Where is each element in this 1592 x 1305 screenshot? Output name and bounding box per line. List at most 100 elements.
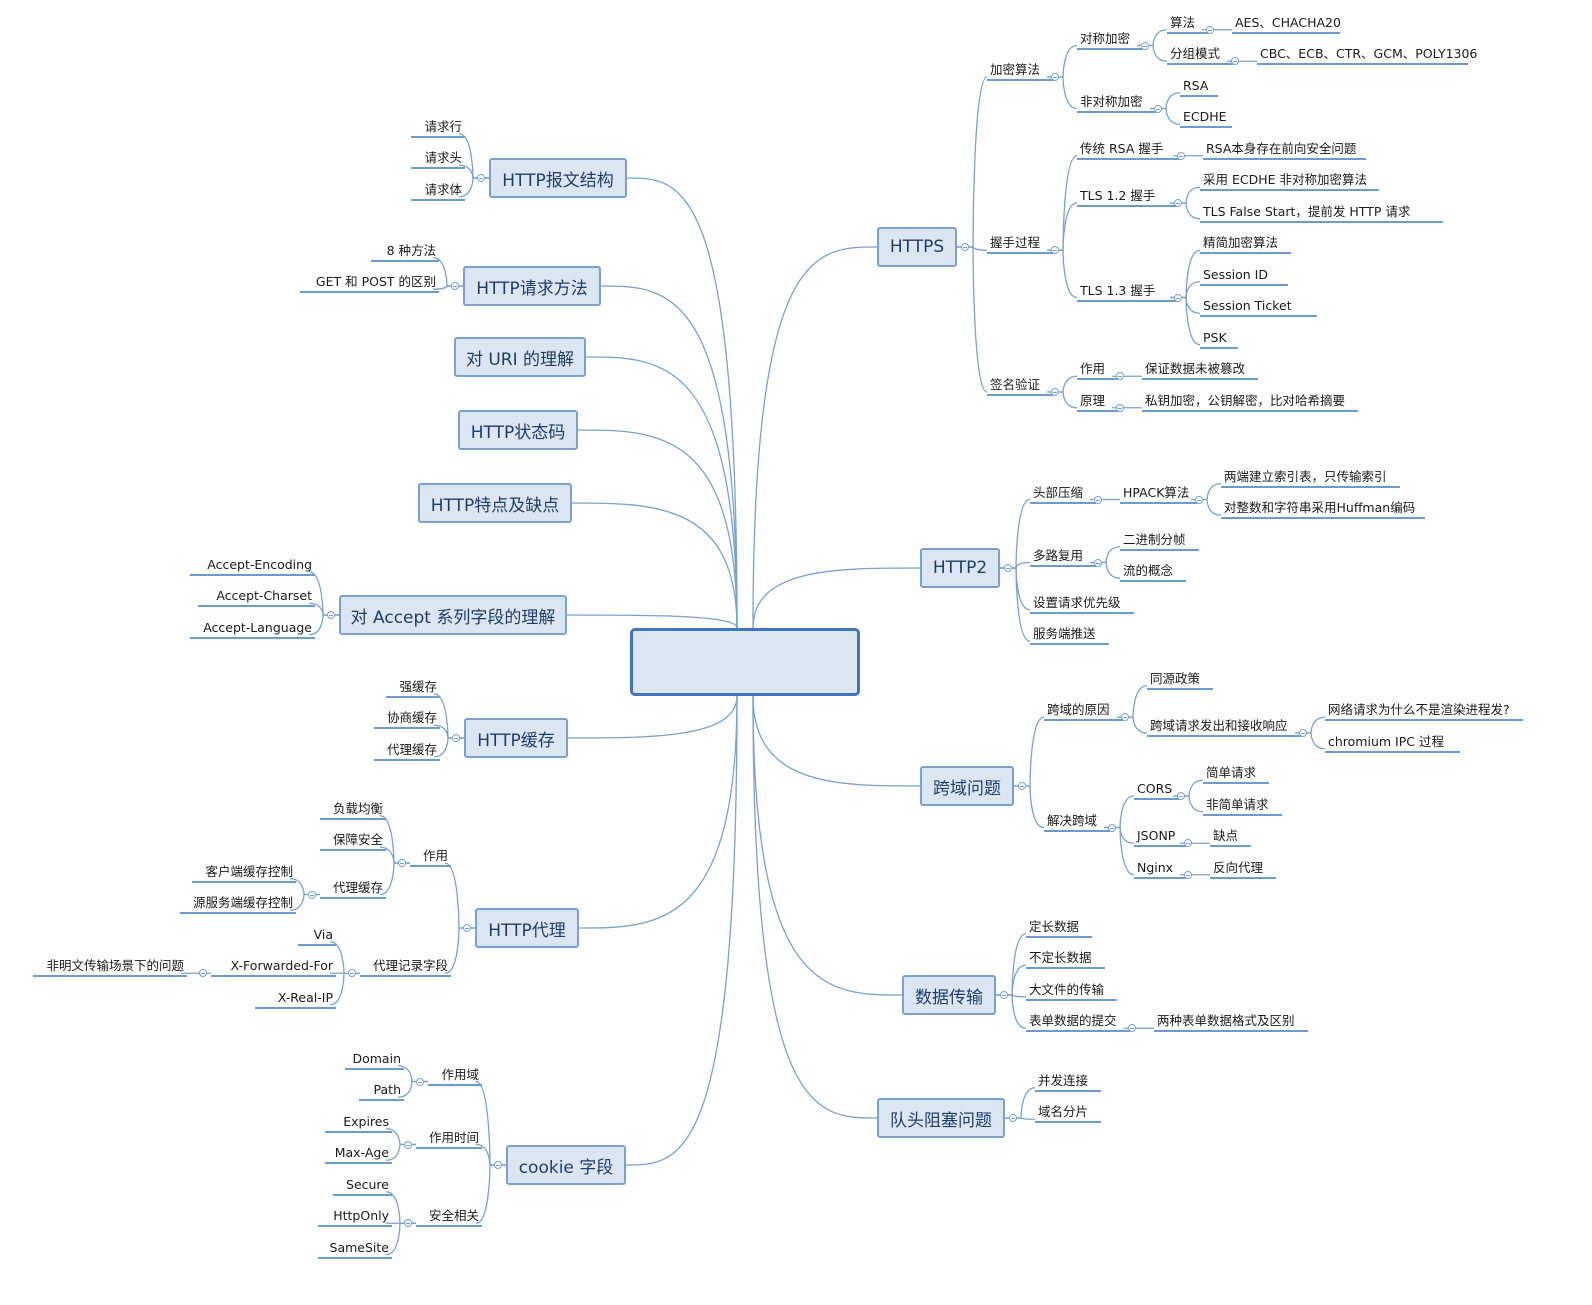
collapse-toggle-icon[interactable]	[494, 1161, 502, 1169]
topic-aes-chacha20[interactable]: AES、CHACHA20	[1232, 14, 1341, 34]
topic-8[interactable]: 8 种方法	[371, 242, 439, 262]
collapse-toggle-icon[interactable]	[1116, 403, 1124, 412]
topic-node[interactable]: 作用时间	[416, 1129, 482, 1149]
collapse-toggle-icon[interactable]	[1154, 104, 1162, 113]
collapse-toggle-icon[interactable]	[463, 924, 471, 932]
topic-huffman[interactable]: 对整数和字符串采用Huffman编码	[1221, 499, 1425, 520]
topic-node[interactable]: 私钥加密，公钥解密，比对哈希摘要	[1142, 392, 1358, 412]
topic-node[interactable]: 作用域	[428, 1066, 482, 1086]
topic-node[interactable]: 两种表单数据格式及区别	[1154, 1012, 1308, 1033]
collapse-toggle-icon[interactable]	[404, 1219, 412, 1228]
topic-accept-charset[interactable]: Accept-Charset	[198, 587, 315, 608]
topic-node[interactable]: 缺点	[1210, 827, 1251, 848]
topic-node[interactable]: 加密算法	[987, 61, 1053, 81]
main-topic-http[interactable]: HTTP缓存	[464, 718, 568, 758]
topic-node[interactable]: 签名验证	[987, 376, 1053, 396]
topic-node[interactable]: 作用	[1077, 360, 1118, 381]
topic-node[interactable]: 强缓存	[386, 678, 440, 698]
collapse-toggle-icon[interactable]	[452, 734, 460, 742]
topic-node[interactable]: 代理缓存	[374, 741, 440, 761]
topic-node[interactable]: 两端建立索引表，只传输索引	[1221, 468, 1400, 488]
topic-rsa[interactable]: RSA本身存在前向安全问题	[1203, 140, 1366, 160]
topic-cbc-ecb-ctr-gcm-poly1306[interactable]: CBC、ECB、CTR、GCM、POLY1306	[1257, 45, 1477, 66]
collapse-toggle-icon[interactable]	[1009, 1114, 1017, 1122]
main-topic-http[interactable]: HTTP报文结构	[489, 158, 627, 198]
collapse-toggle-icon[interactable]	[1206, 25, 1214, 34]
topic-node[interactable]: 设置请求优先级	[1030, 594, 1134, 614]
main-topic-node[interactable]: 跨域问题	[920, 766, 1014, 806]
topic-node[interactable]: 简单请求	[1203, 764, 1269, 785]
root-topic[interactable]	[630, 628, 860, 696]
main-topic-http2[interactable]: HTTP2	[920, 548, 1000, 588]
main-topic-http[interactable]: HTTP特点及缺点	[418, 483, 572, 523]
topic-x-real-ip[interactable]: X-Real-IP	[255, 989, 336, 1009]
topic-tls-1-3[interactable]: TLS 1.3 握手	[1077, 282, 1176, 302]
main-topic-http[interactable]: HTTP状态码	[458, 410, 578, 450]
collapse-toggle-icon[interactable]	[1184, 839, 1192, 848]
topic-node[interactable]: 域名分片	[1035, 1103, 1101, 1124]
topic-node[interactable]: 算法	[1167, 14, 1208, 34]
collapse-toggle-icon[interactable]	[348, 969, 356, 978]
topic-node[interactable]: 非对称加密	[1077, 93, 1156, 113]
topic-node[interactable]: 网络请求为什么不是渲染进程发?	[1325, 701, 1523, 722]
collapse-toggle-icon[interactable]	[1174, 199, 1182, 207]
main-topic-cookie[interactable]: cookie 字段	[506, 1145, 626, 1185]
collapse-toggle-icon[interactable]	[1018, 782, 1026, 790]
main-topic-https[interactable]: HTTPS	[877, 227, 957, 267]
topic-nginx[interactable]: Nginx	[1134, 859, 1186, 879]
collapse-toggle-icon[interactable]	[1051, 246, 1059, 255]
collapse-toggle-icon[interactable]	[1231, 57, 1239, 66]
collapse-toggle-icon[interactable]	[1128, 1024, 1136, 1033]
main-topic-http[interactable]: HTTP代理	[475, 908, 579, 948]
topic-hpack[interactable]: HPACK算法	[1120, 484, 1197, 504]
topic-node[interactable]: 请求头	[411, 149, 465, 170]
collapse-toggle-icon[interactable]	[327, 611, 335, 619]
main-topic-node[interactable]: 数据传输	[902, 975, 996, 1015]
topic-node[interactable]: 反向代理	[1210, 859, 1276, 879]
collapse-toggle-icon[interactable]	[398, 859, 406, 867]
collapse-toggle-icon[interactable]	[1141, 41, 1149, 50]
topic-x-forwarded-for[interactable]: X-Forwarded-For	[211, 957, 336, 978]
topic-node[interactable]: 源服务端缓存控制	[180, 894, 296, 915]
topic-accept-language[interactable]: Accept-Language	[190, 619, 315, 639]
topic-expires[interactable]: Expires	[325, 1113, 392, 1133]
main-topic-http[interactable]: HTTP请求方法	[463, 266, 601, 306]
topic-node[interactable]: 服务端推送	[1030, 625, 1109, 646]
topic-node[interactable]: 非明文传输场景下的问题	[33, 957, 187, 978]
topic-node[interactable]: 客户端缓存控制	[192, 863, 296, 883]
topic-node[interactable]: 作用	[410, 847, 451, 867]
topic-rsa[interactable]: 传统 RSA 握手	[1077, 140, 1179, 160]
collapse-toggle-icon[interactable]	[416, 1077, 424, 1086]
topic-path[interactable]: Path	[359, 1081, 404, 1102]
collapse-toggle-icon[interactable]	[961, 243, 969, 251]
topic-node[interactable]: 分组模式	[1167, 45, 1233, 66]
topic-node[interactable]: 握手过程	[987, 234, 1053, 255]
topic-cors[interactable]: CORS	[1134, 780, 1179, 800]
topic-node[interactable]: 精简加密算法	[1200, 234, 1291, 255]
topic-node[interactable]: 请求行	[411, 118, 465, 138]
collapse-toggle-icon[interactable]	[1299, 729, 1307, 737]
collapse-toggle-icon[interactable]	[477, 174, 485, 182]
topic-httponly[interactable]: HttpOnly	[318, 1207, 392, 1228]
topic-node[interactable]: 解决跨域	[1044, 812, 1110, 832]
topic-node[interactable]: 大文件的传输	[1026, 981, 1117, 1001]
topic-node[interactable]: 表单数据的提交	[1026, 1012, 1130, 1033]
topic-rsa[interactable]: RSA	[1180, 77, 1218, 97]
collapse-toggle-icon[interactable]	[1051, 388, 1059, 396]
collapse-toggle-icon[interactable]	[1177, 151, 1185, 160]
topic-node[interactable]: 同源政策	[1147, 670, 1213, 690]
topic-samesite[interactable]: SameSite	[318, 1239, 392, 1259]
topic-node[interactable]: 代理记录字段	[360, 957, 451, 978]
topic-session-ticket[interactable]: Session Ticket	[1200, 297, 1317, 318]
collapse-toggle-icon[interactable]	[1116, 372, 1124, 381]
topic-node[interactable]: 请求体	[411, 181, 465, 201]
collapse-toggle-icon[interactable]	[1174, 293, 1182, 302]
topic-node[interactable]: 非简单请求	[1203, 796, 1282, 816]
collapse-toggle-icon[interactable]	[1108, 823, 1116, 832]
collapse-toggle-icon[interactable]	[1051, 73, 1059, 81]
topic-node[interactable]: 不定长数据	[1026, 949, 1105, 970]
collapse-toggle-icon[interactable]	[1177, 792, 1185, 800]
topic-session-id[interactable]: Session ID	[1200, 266, 1288, 286]
topic-node[interactable]: 代理缓存	[320, 879, 386, 899]
topic-tls-false-start-http[interactable]: TLS False Start，提前发 HTTP 请求	[1200, 203, 1443, 223]
